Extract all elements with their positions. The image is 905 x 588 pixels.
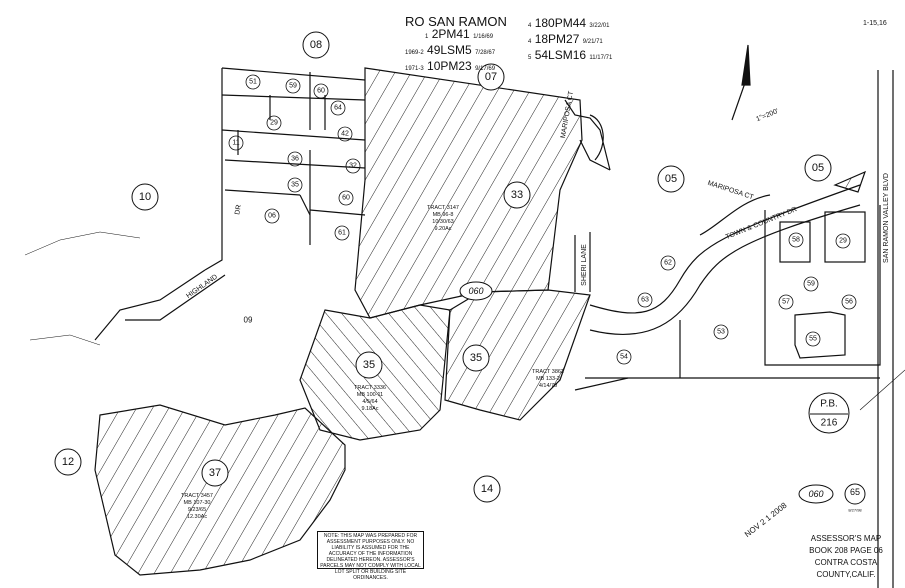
scale-label: 1"=200': [755, 108, 779, 123]
parcel-29: 29: [270, 120, 278, 127]
ref: 10PM23: [427, 59, 472, 73]
parcel-59: 59: [289, 83, 297, 90]
north-arrow: [741, 44, 751, 86]
parcel-58: 58: [792, 237, 800, 244]
title-line-3: CONTRA COSTA COUNTY,CALIF.: [814, 558, 878, 579]
street-mariposa-ct-east: MARIPOSA CT: [707, 180, 755, 202]
parcel-65: 65: [850, 487, 860, 497]
parcel-06: 06: [268, 213, 276, 220]
tract-35-east-area: [444, 289, 591, 421]
sheet-reference: 1-15,16: [863, 20, 887, 27]
parcel-36: 36: [291, 156, 299, 163]
parcel-61: 61: [338, 230, 346, 237]
parcel-64: 64: [334, 105, 342, 112]
block-35-east: 35: [470, 352, 482, 364]
parcel-65-date: 8/27/98: [848, 508, 862, 513]
title-line-1: ASSESSOR'S MAP: [810, 534, 882, 543]
parcel-62: 62: [664, 260, 672, 267]
street-town-country-dr: TOWN & COUNTRY DR: [725, 206, 798, 241]
street-highland: HIGHLAND: [185, 274, 219, 300]
ref: 54LSM16: [534, 48, 587, 62]
hatched-corner: [833, 170, 867, 193]
page-ref-top: P.B.: [820, 399, 838, 410]
parcel-60-b: 60: [342, 195, 350, 202]
map-header-right: 4 180PM44 3/22/01 4 18PM27 9/21/71 5 54L…: [528, 16, 613, 62]
parcel-29-east: 29: [839, 238, 847, 245]
disclaimer-note: NOTE: THIS MAP WAS PREPARED FOR ASSESSME…: [317, 531, 424, 581]
block-07: 07: [485, 71, 497, 83]
ref: 49LSM5: [427, 43, 472, 57]
map-book-oval: 060: [808, 489, 823, 499]
street-dr: DR: [234, 204, 243, 215]
parcel-54: 54: [620, 354, 628, 361]
tract-3147-area: [354, 67, 583, 319]
block-08: 08: [310, 39, 322, 51]
parcel-42: 42: [341, 131, 349, 138]
block-14: 14: [481, 483, 493, 495]
block-09: 09: [244, 316, 253, 325]
block-33: 33: [511, 189, 523, 201]
map-title: RO SAN RAMON: [405, 14, 507, 29]
parcel-59-east: 59: [807, 281, 815, 288]
parcel-60: 60: [317, 88, 325, 95]
title-block: ASSESSOR'S MAP BOOK 208 PAGE 06 CONTRA C…: [790, 533, 902, 581]
block-37: 37: [209, 467, 221, 479]
page-ref-bottom: 216: [821, 418, 838, 429]
map-header-left: RO SAN RAMON 1 2PM41 1/16/69 1969-2 49LS…: [405, 14, 507, 73]
ref: 180PM44: [534, 16, 587, 30]
street-sheri-lane: SHERI LANE: [581, 244, 588, 286]
ref: 18PM27: [534, 32, 580, 46]
parcel-35: 35: [291, 182, 299, 189]
block-12: 12: [62, 456, 74, 468]
parcel-63: 63: [641, 297, 649, 304]
title-line-2: BOOK 208 PAGE 06: [809, 546, 883, 555]
block-05-east: 05: [812, 162, 824, 174]
parcel-32: 32: [349, 163, 357, 170]
parcel-11: 11: [232, 140, 239, 147]
block-35: 35: [363, 359, 375, 371]
parcel-56: 56: [845, 299, 853, 306]
parcel-57: 57: [782, 299, 790, 306]
block-10: 10: [139, 191, 151, 203]
map-book-oval-center: 060: [468, 286, 483, 296]
ref: 2PM41: [431, 27, 470, 41]
parcel-53: 53: [717, 329, 725, 336]
parcel-55: 55: [809, 336, 817, 343]
tract-3457-area: [94, 404, 346, 576]
parcel-51: 51: [249, 79, 257, 86]
street-san-ramon-valley-blvd: SAN RAMON VALLEY BLVD: [883, 173, 890, 263]
block-05: 05: [665, 173, 677, 185]
